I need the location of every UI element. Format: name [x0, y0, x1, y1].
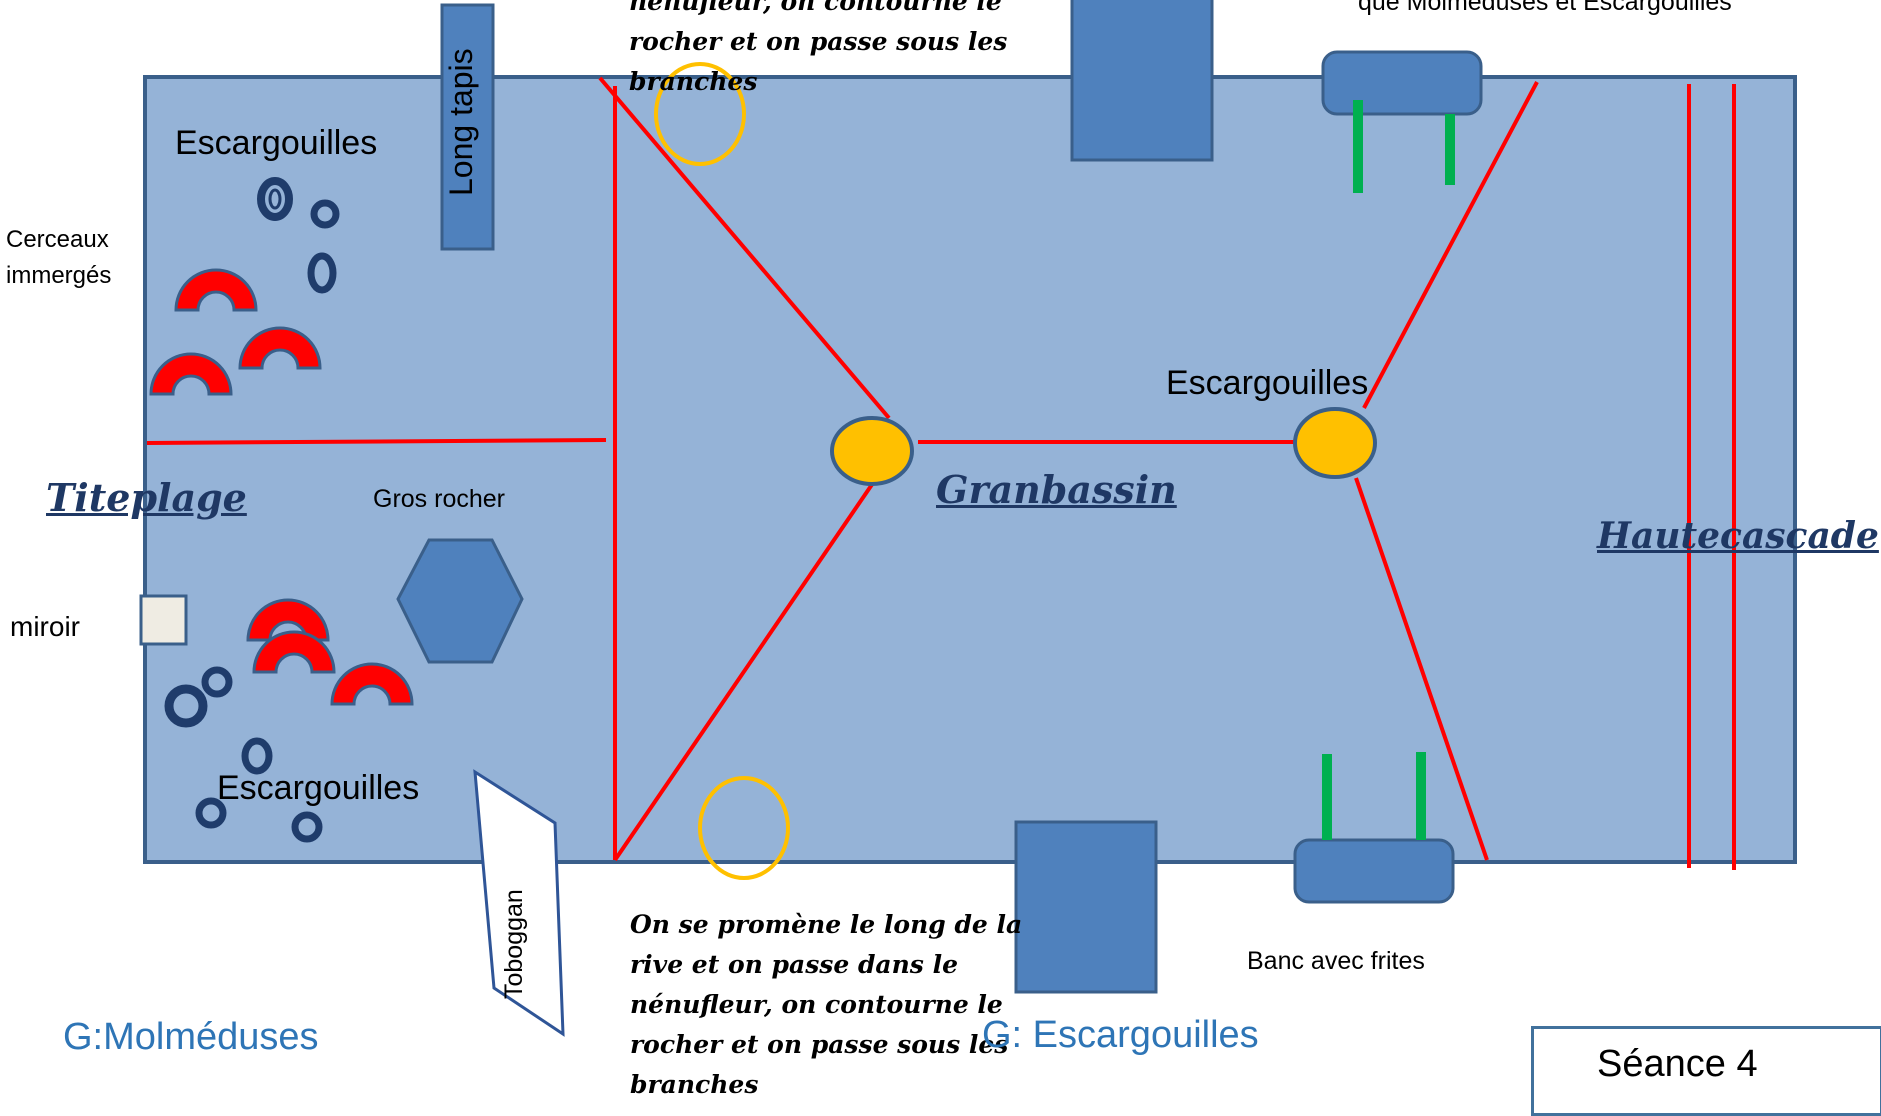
note-line: branches: [630, 1070, 759, 1099]
bottom-block: [1014, 820, 1158, 994]
zone-hautecascade: Hautecascade: [1597, 515, 1879, 557]
note-line: nénufleur, on contourne le: [629, 0, 1002, 16]
seance-box: Séance 4: [1531, 1026, 1881, 1116]
top-block: [1070, 0, 1214, 162]
label-immerges: immergés: [6, 262, 112, 289]
label-escargouilles-top-left: Escargouilles: [175, 124, 378, 162]
note-line: nénufleur, on contourne le: [630, 990, 1003, 1019]
zone-titeplage: Titeplage: [46, 475, 247, 520]
group-escargouilles: G: Escargouilles: [982, 1014, 1259, 1056]
zone-granbassin: Granbassin: [936, 467, 1177, 512]
miroir-shape: [139, 594, 188, 646]
group-molmeduses: G:Molméduses: [63, 1016, 319, 1058]
label-cerceaux: Cerceaux: [6, 226, 109, 253]
label-escargouilles-center: Escargouilles: [1166, 364, 1369, 402]
note-line: branches: [629, 67, 758, 96]
note-line: rocher et on passe sous les: [629, 27, 1008, 56]
label-gros-rocher: Gros rocher: [373, 485, 505, 513]
label-banc-frites: Banc avec frites: [1247, 947, 1425, 975]
toboggan-shape: [473, 769, 565, 1037]
label-long-tapis: Long tapis: [443, 48, 479, 196]
long-tapis-mat: [440, 3, 495, 251]
label-toboggan: Toboggan: [500, 889, 528, 999]
route-note-bottom: On se promène le long de la rive et on p…: [630, 905, 1022, 1105]
stop-right: [1293, 407, 1377, 479]
note-line: rocher et on passe sous les: [630, 1030, 1009, 1059]
route-note-top: nénufleur, on contourne le rocher et on …: [629, 0, 1007, 102]
note-line: rive et on passe dans le: [630, 950, 958, 979]
gros-rocher-shape: [396, 538, 524, 664]
bench-bottom: [1293, 838, 1455, 904]
note-line: On se promène le long de la: [630, 910, 1023, 939]
submerged-rings: [164, 177, 340, 843]
stop-left: [830, 416, 914, 486]
floating-hoop: [698, 776, 790, 880]
label-escargouilles-bottom-left: Escargouilles: [217, 769, 420, 807]
label-miroir: miroir: [10, 611, 80, 642]
pool-area: [143, 75, 1797, 864]
floating-hoop: [654, 62, 746, 166]
label-top-right-note: que Molméduses et Escargouilles: [1358, 0, 1732, 16]
bench-top: [1321, 50, 1483, 116]
route-lines: [146, 76, 1736, 870]
seance-label: Séance 4: [1597, 1043, 1758, 1085]
